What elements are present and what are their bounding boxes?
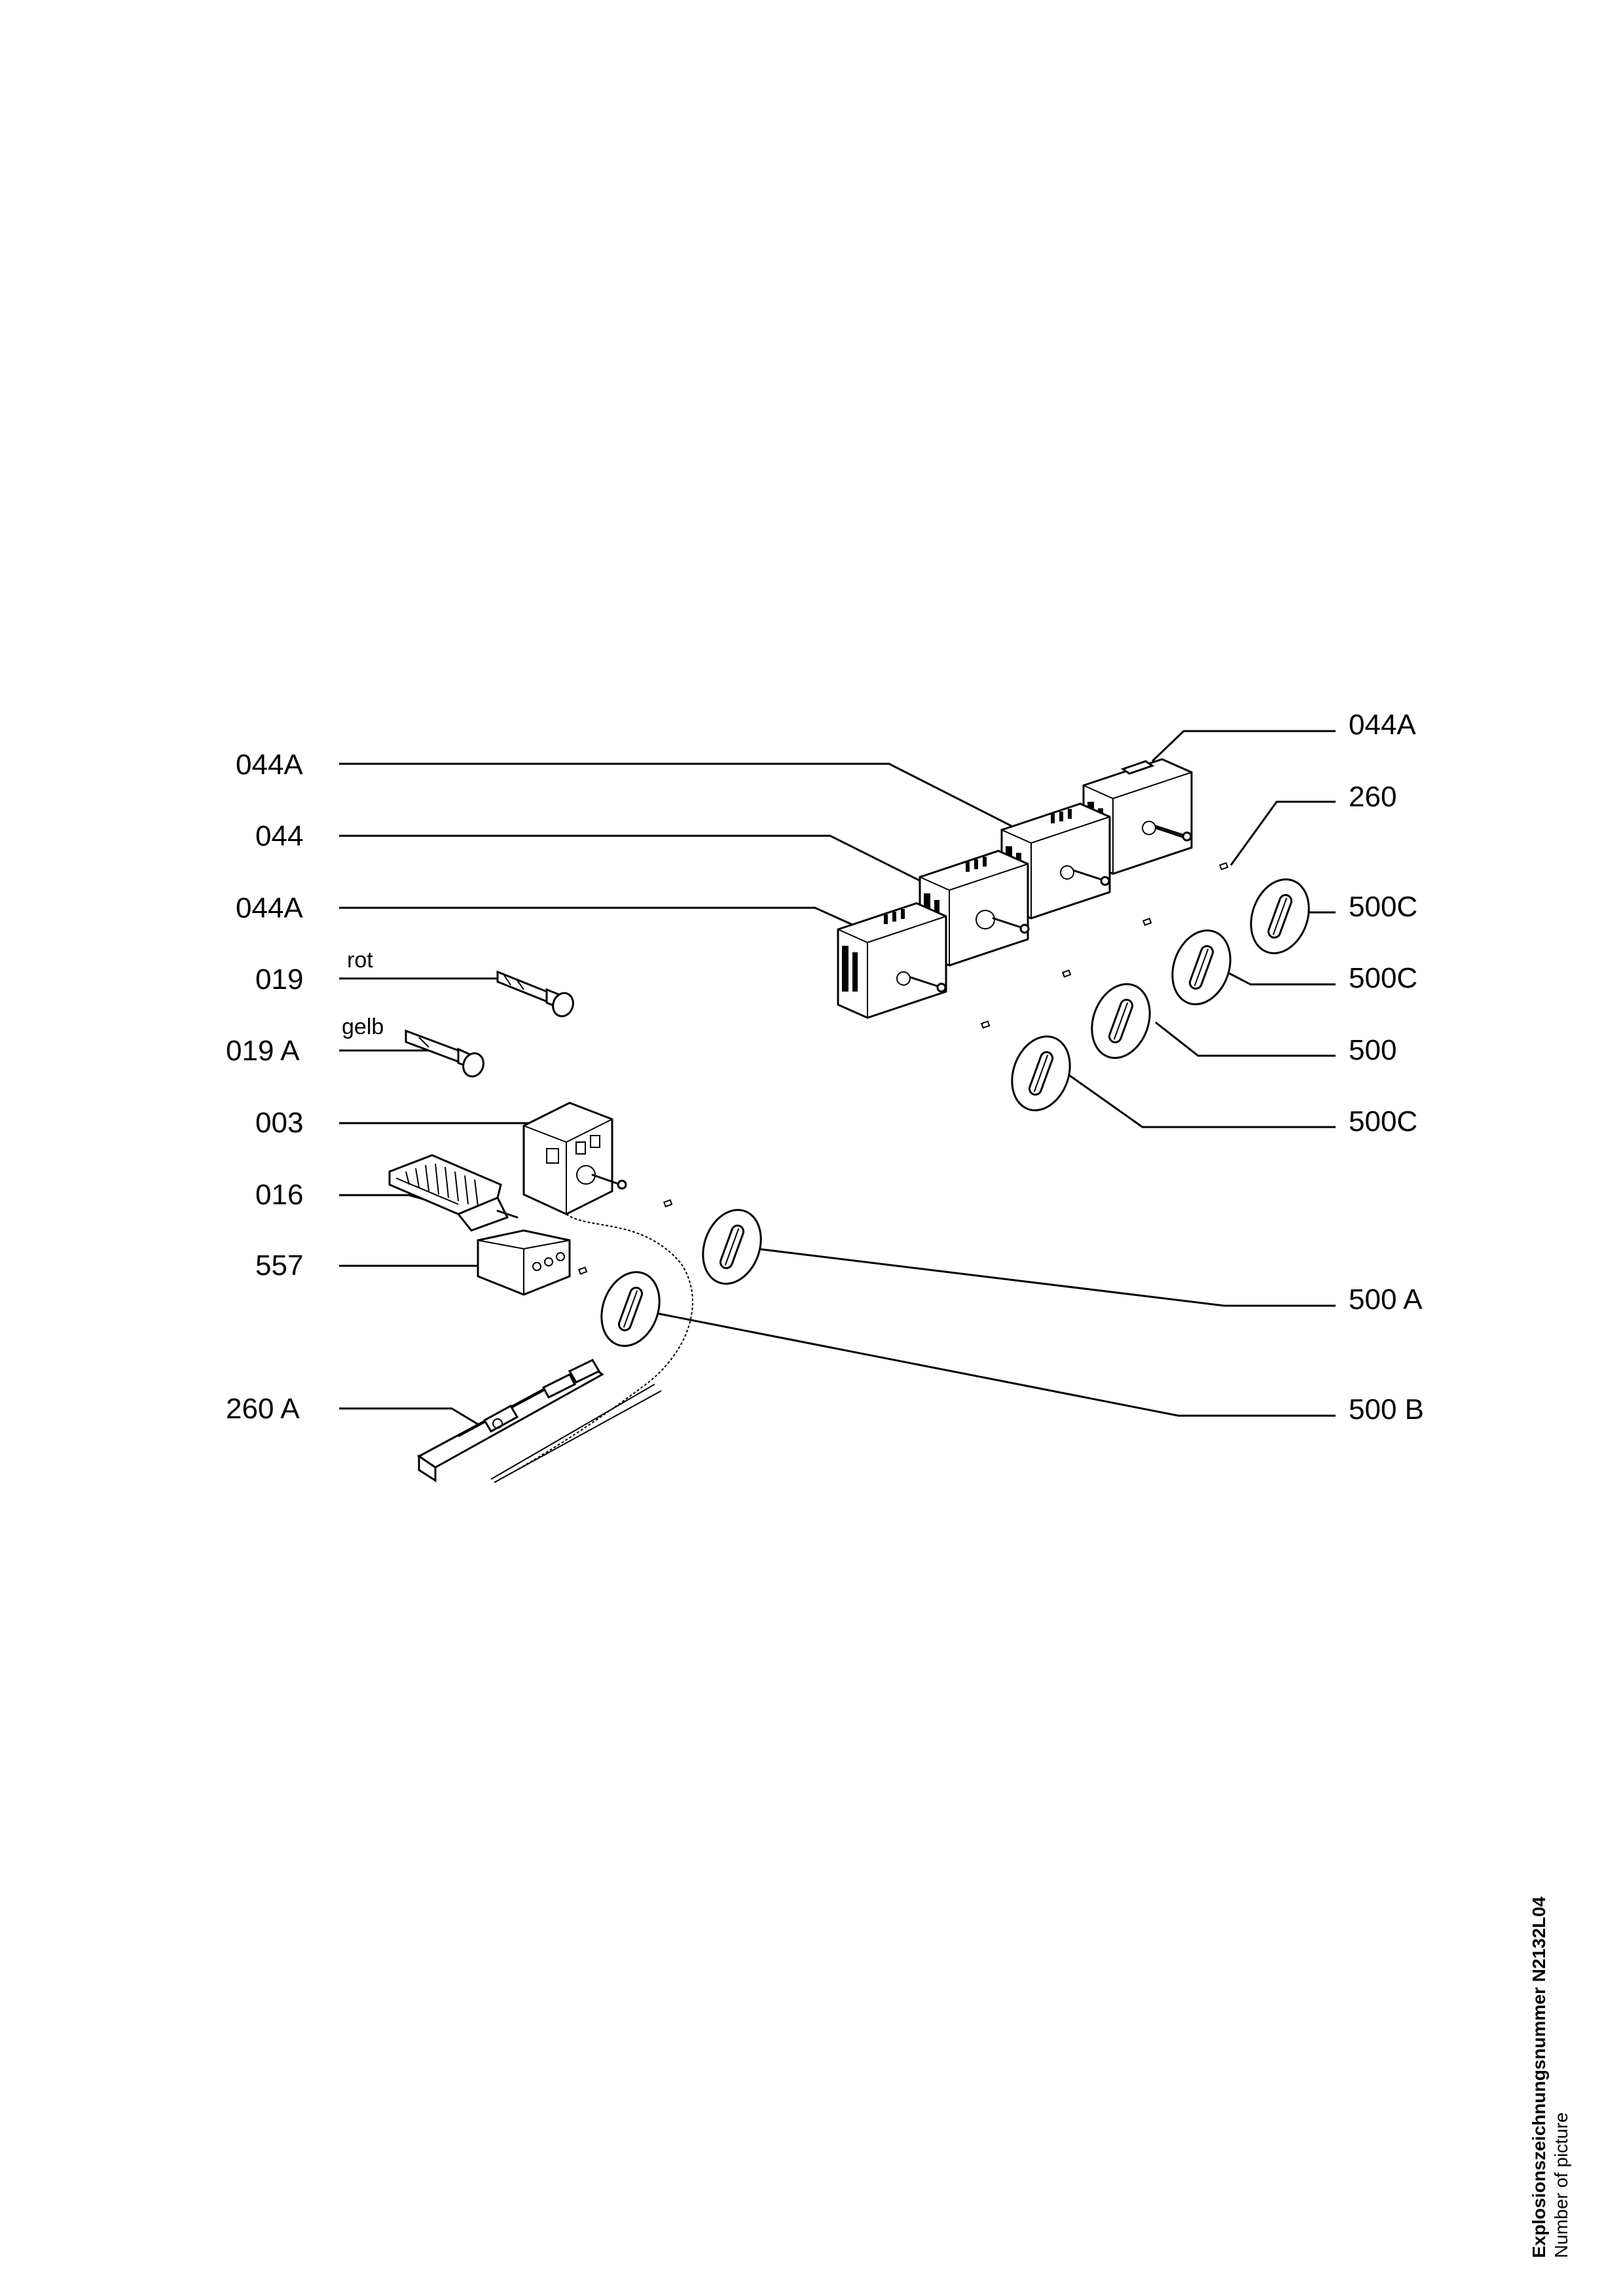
label-044: 044 [255, 820, 303, 852]
knob-500c-3 [1011, 1035, 1071, 1111]
switch-003 [522, 1102, 627, 1215]
pilot-lamp-019-rot [496, 970, 574, 1018]
knob-500c-1 [1250, 878, 1310, 954]
pilot-lamp-019a-gelb [405, 1029, 484, 1078]
label-500b: 500 B [1349, 1393, 1424, 1426]
label-557: 557 [255, 1249, 303, 1282]
picture-number-block: Explosionszeichnungsnummer N2132L04 Numb… [1529, 1896, 1571, 2258]
label-019a: 019 A [226, 1035, 300, 1067]
label-500c-1: 500C [1349, 891, 1417, 923]
knob-500b [600, 1271, 661, 1347]
wire-label-rot: rot [347, 948, 373, 973]
wire-label-gelb: gelb [342, 1014, 384, 1039]
regulator-044a-lower [837, 902, 947, 1019]
picture-number-title: Explosionszeichnungsnummer N2132L04 [1529, 1896, 1549, 2258]
knob-500c-2 [1171, 929, 1231, 1005]
label-044a-right: 044A [1349, 709, 1416, 741]
switch-016 [388, 1154, 519, 1232]
leader-lines-left [339, 762, 1012, 1431]
rail-260a [417, 1359, 662, 1483]
label-016: 016 [255, 1179, 303, 1211]
label-500c-3: 500C [1349, 1105, 1417, 1138]
label-044a-top-left: 044A [236, 749, 303, 781]
label-500a: 500 A [1349, 1283, 1423, 1316]
leader-lines-right [654, 730, 1336, 1417]
label-500c-2: 500C [1349, 962, 1417, 994]
label-260: 260 [1349, 781, 1396, 813]
knob-500 [1091, 983, 1151, 1059]
wiring-loop [494, 1213, 693, 1483]
label-003: 003 [255, 1107, 303, 1139]
knob-500a [702, 1209, 762, 1285]
label-044a-mid-left: 044A [236, 892, 303, 924]
label-019: 019 [255, 963, 303, 996]
label-260a: 260 A [226, 1393, 300, 1425]
label-500: 500 [1349, 1034, 1396, 1066]
bracket-557 [477, 1229, 571, 1296]
picture-number-subtitle: Number of picture [1551, 2112, 1571, 2258]
clips-260 [577, 862, 1229, 1275]
